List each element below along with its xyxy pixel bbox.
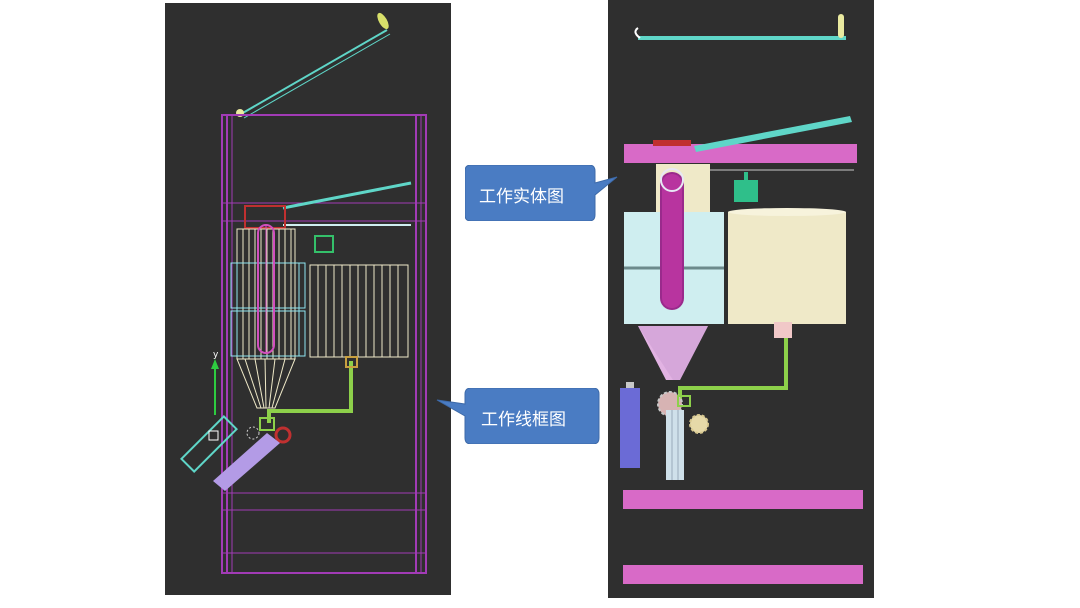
wire-outer-frame [221,114,427,574]
wire-lever-handle [377,12,389,30]
wire-bin-left [230,228,306,360]
wire-bin-right [309,264,409,358]
solid-gear-small [689,414,709,434]
wireframe-drawing: y [180,12,427,574]
wire-counter [314,235,334,253]
solid-top-bar [638,36,846,40]
solid-side-box [620,388,640,468]
solid-counter [734,180,758,202]
solid-top-plate [624,144,857,163]
solid-lever [694,116,852,152]
solid-viewport[interactable] [608,0,874,598]
wire-motor [244,205,286,229]
wire-gear [274,426,292,444]
wire-hopper [236,358,296,409]
solid-bin-right [728,212,846,324]
axis-y-label: y [213,350,219,360]
wire-chute [213,433,280,491]
callout-solid-label: 工作实体图 [479,187,564,207]
callout-solid-view: 工作实体图 [465,165,620,221]
solid-transfer-pipe [678,332,788,400]
wireframe-viewport[interactable]: y [165,3,451,595]
callout-wireframe-label: 工作线框图 [481,410,566,430]
wire-lever-top [240,29,388,115]
wire-lever-mid [282,181,412,210]
wire-output-box [180,415,238,473]
callout-wireframe-view: 工作线框图 [435,388,600,444]
solid-output-tube [666,410,684,480]
solid-drawing [620,14,863,584]
solid-base-plate [623,565,863,584]
solid-lower-plate [623,490,863,509]
